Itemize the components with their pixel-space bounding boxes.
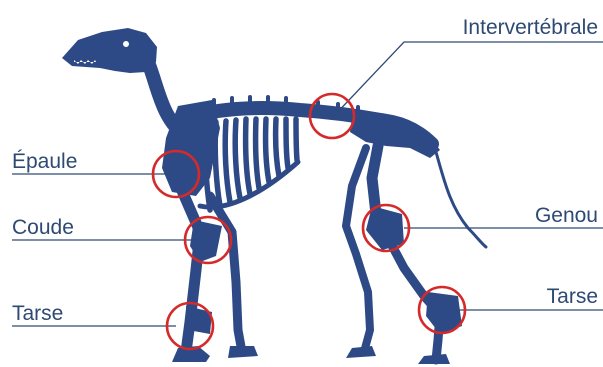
label-epaule: Épaule <box>12 150 77 173</box>
label-intervertebrale: Intervertébrale <box>463 16 598 39</box>
label-tarse-left: Tarse <box>12 302 63 325</box>
leader-lines <box>12 42 603 326</box>
label-tarse-right: Tarse <box>547 285 598 308</box>
hind-paw-far <box>346 346 376 358</box>
front-paw-far <box>228 346 258 358</box>
label-coude: Coude <box>12 216 74 239</box>
front-leg-far <box>210 196 242 352</box>
tail <box>436 152 486 247</box>
stifle-near <box>366 206 404 250</box>
leader-intervertebrale <box>332 42 603 118</box>
hind-leg-far <box>346 148 370 352</box>
hind-paw-near <box>418 354 450 364</box>
eye-socket <box>123 41 129 47</box>
label-genou: Genou <box>535 204 598 227</box>
dog-skeleton <box>62 28 486 364</box>
